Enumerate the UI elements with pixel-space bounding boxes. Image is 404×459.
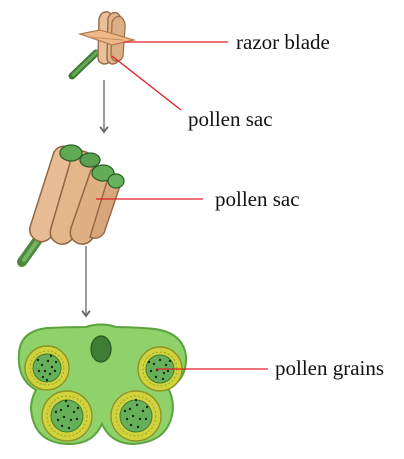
vascular-bundle xyxy=(91,336,111,362)
top-section-lobe-2 xyxy=(80,153,100,167)
razor-blade-label: razor blade xyxy=(236,30,330,54)
stage-3-transverse-section xyxy=(19,325,268,445)
pollen-grains-label: pollen grains xyxy=(275,356,384,380)
pollen-sac-middle-label: pollen sac xyxy=(215,187,300,211)
pollen-sac-right-lower xyxy=(111,391,161,441)
pollen-sac-top-leader-line xyxy=(112,56,181,110)
top-section-lobe-4 xyxy=(108,174,124,188)
top-section-lobe-1 xyxy=(60,145,82,161)
pollen-sac-top-label: pollen sac xyxy=(188,107,273,131)
filament-stem-highlight xyxy=(73,52,97,75)
stage-2-enlarged-anther xyxy=(22,145,203,262)
pollen-sac-left-upper xyxy=(25,346,69,390)
razor-blade-graphic xyxy=(80,30,134,45)
pollen-sac-left-lower xyxy=(42,391,92,441)
enlarged-anther-lobes xyxy=(30,146,122,244)
stage-1-whole-anther xyxy=(72,12,228,110)
